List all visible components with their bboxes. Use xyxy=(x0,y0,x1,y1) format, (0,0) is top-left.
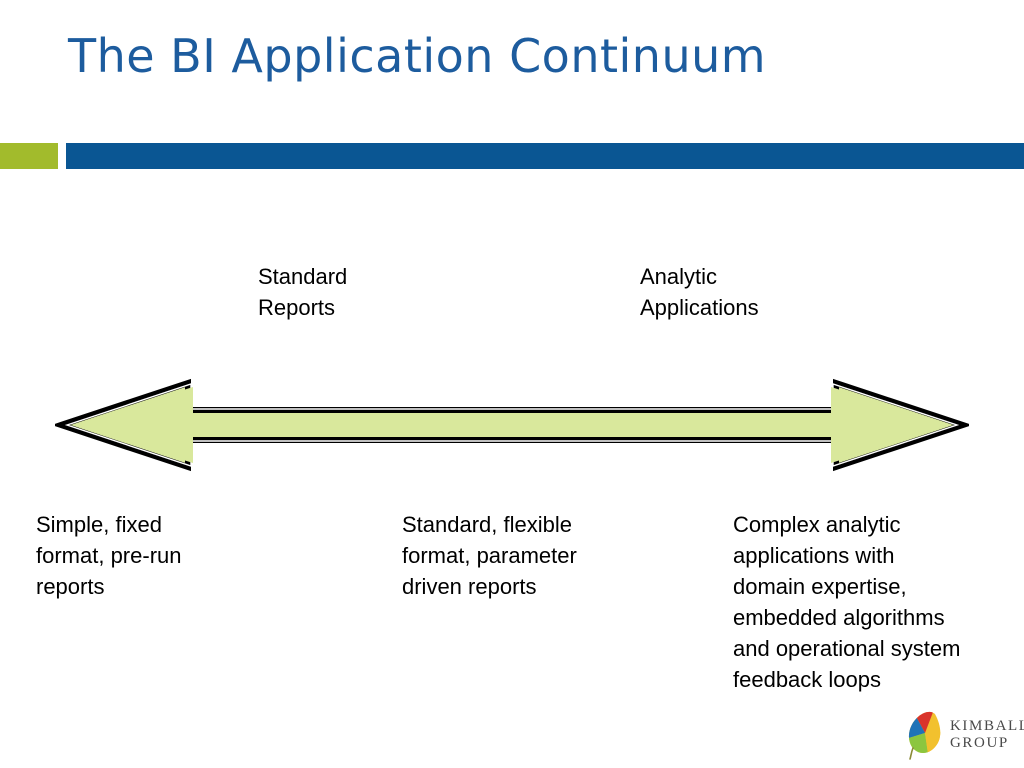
description-standard-flexible-format: Standard, flexible format, parameter dri… xyxy=(402,512,577,599)
logo-wordmark: KIMBALL GROUP xyxy=(950,718,1024,751)
endpoint-label-standard-reports: Standard Reports xyxy=(258,264,348,320)
page-title: The BI Application Continuum xyxy=(68,29,767,83)
endpoint-label-analytic-applications: Analytic Applications xyxy=(640,264,759,320)
continuum-arrow xyxy=(55,375,969,479)
kimball-group-logo: KIMBALL GROUP xyxy=(905,710,1024,762)
leaf-icon xyxy=(905,711,945,761)
divider-bar xyxy=(66,143,1024,169)
description-complex-analytic-applications: Complex analytic applications with domai… xyxy=(733,512,961,692)
divider-accent-block xyxy=(0,143,58,169)
description-simple-fixed-format: Simple, fixed format, pre-run reports xyxy=(36,512,182,599)
arrow-fill xyxy=(72,387,952,463)
